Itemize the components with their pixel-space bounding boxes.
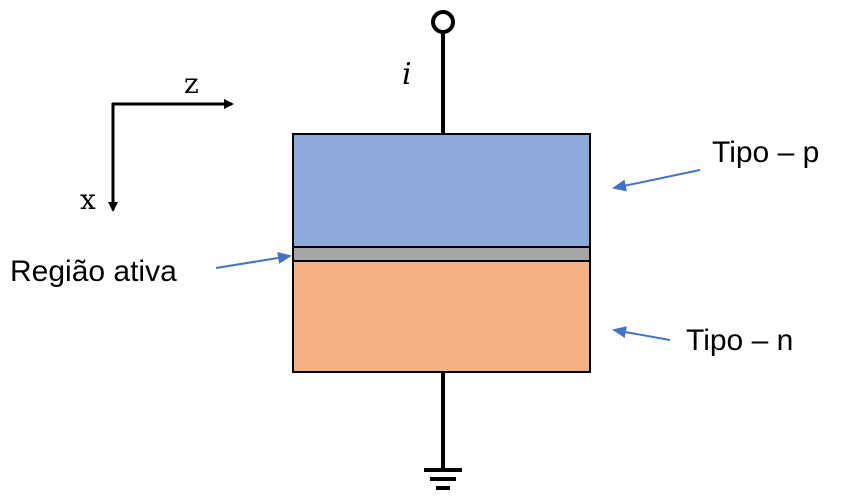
p-type-label: Tipo – p [712,136,819,169]
current-label: i [402,57,412,92]
n-type-annotation: Tipo – n [612,324,793,357]
active-region-label: Região ativa [10,255,177,288]
ground-connection [424,372,462,490]
n-type-layer [292,260,591,373]
n-type-label: Tipo – n [686,324,793,357]
coordinate-axes: z x [80,67,234,216]
n-type-pointer-arrow [612,326,671,341]
active-region-layer [292,246,591,262]
z-axis-label: z [184,67,199,100]
p-type-annotation: Tipo – p [612,136,819,192]
diode-layers [292,133,591,373]
active-region-annotation: Região ativa [10,251,292,288]
p-type-layer [292,133,591,248]
terminal-circle-icon [431,10,455,34]
active-region-pointer-arrow [215,251,292,269]
top-terminal [431,10,455,134]
x-axis-label: x [80,183,96,216]
ground-symbol-icon [424,468,462,490]
p-type-pointer-arrow [612,169,701,192]
